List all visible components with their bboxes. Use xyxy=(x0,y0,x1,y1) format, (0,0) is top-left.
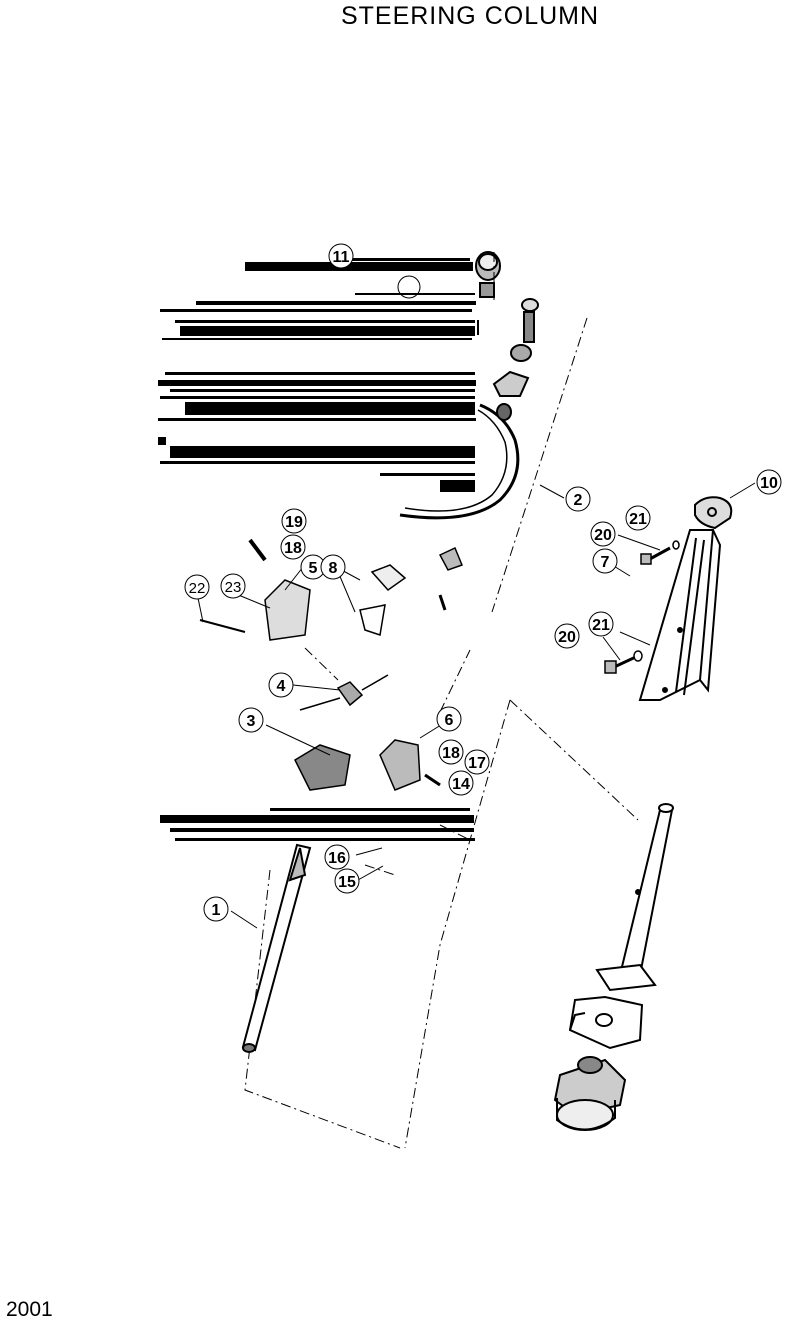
svg-text:20: 20 xyxy=(594,527,612,544)
svg-text:18: 18 xyxy=(442,745,460,762)
lower-bars xyxy=(160,808,475,841)
callout-18-upper: 18 xyxy=(280,534,306,560)
callout-16: 16 xyxy=(324,844,350,870)
callout-10: 10 xyxy=(756,469,782,495)
callout-22: 22 xyxy=(184,574,210,600)
callouts: 1 2 3 4 5 6 7 8 10 11 14 15 16 17 18 18 … xyxy=(184,243,782,922)
svg-text:3: 3 xyxy=(247,713,256,730)
callout-14: 14 xyxy=(448,770,474,796)
callout-8: 8 xyxy=(320,554,346,580)
column-tube xyxy=(568,803,674,1050)
callout-11: 11 xyxy=(328,243,354,269)
callout-6: 6 xyxy=(436,706,462,732)
svg-text:15: 15 xyxy=(338,874,356,891)
svg-text:5: 5 xyxy=(309,560,318,577)
svg-text:11: 11 xyxy=(333,249,350,266)
svg-text:17: 17 xyxy=(468,755,486,772)
wheel-rim xyxy=(397,275,520,520)
svg-text:22: 22 xyxy=(189,580,206,597)
svg-text:7: 7 xyxy=(601,554,610,571)
callout-2: 2 xyxy=(565,486,591,512)
svg-text:1: 1 xyxy=(212,902,221,919)
callout-23: 23 xyxy=(220,573,246,599)
diagram-title: STEERING COLUMN xyxy=(340,2,600,30)
svg-text:16: 16 xyxy=(328,850,346,867)
svg-text:10: 10 xyxy=(760,475,778,492)
svg-text:2: 2 xyxy=(574,492,583,509)
callout-20-lower: 20 xyxy=(554,623,580,649)
svg-text:8: 8 xyxy=(329,560,338,577)
bracket-bolts xyxy=(604,540,680,674)
column-bracket xyxy=(638,496,733,701)
horn-button-parts xyxy=(475,251,539,421)
callout-21-upper: 21 xyxy=(625,505,651,531)
steering-unit xyxy=(553,1056,627,1131)
svg-text:6: 6 xyxy=(445,712,454,729)
svg-text:14: 14 xyxy=(452,776,470,793)
callout-7: 7 xyxy=(592,548,618,574)
callout-18-lower: 18 xyxy=(438,739,464,765)
svg-text:20: 20 xyxy=(558,629,576,646)
callout-4: 4 xyxy=(268,672,294,698)
svg-text:21: 21 xyxy=(592,617,610,634)
assembly-axis-lines xyxy=(244,252,639,1149)
callout-19: 19 xyxy=(281,508,307,534)
steering-wheel xyxy=(158,258,476,492)
page-code: 2001 xyxy=(6,1298,53,1321)
svg-text:23: 23 xyxy=(225,579,242,596)
callout-1: 1 xyxy=(203,896,229,922)
callout-21-lower: 21 xyxy=(588,611,614,637)
callout-3: 3 xyxy=(238,707,264,733)
svg-text:18: 18 xyxy=(284,540,302,557)
callout-20-upper: 20 xyxy=(590,521,616,547)
svg-text:19: 19 xyxy=(285,514,303,531)
switch-assembly xyxy=(199,538,463,791)
callout-17: 17 xyxy=(464,749,490,775)
steering-shaft xyxy=(241,843,312,1053)
svg-text:4: 4 xyxy=(277,678,286,695)
callout-15: 15 xyxy=(334,868,360,894)
svg-text:21: 21 xyxy=(629,511,647,528)
